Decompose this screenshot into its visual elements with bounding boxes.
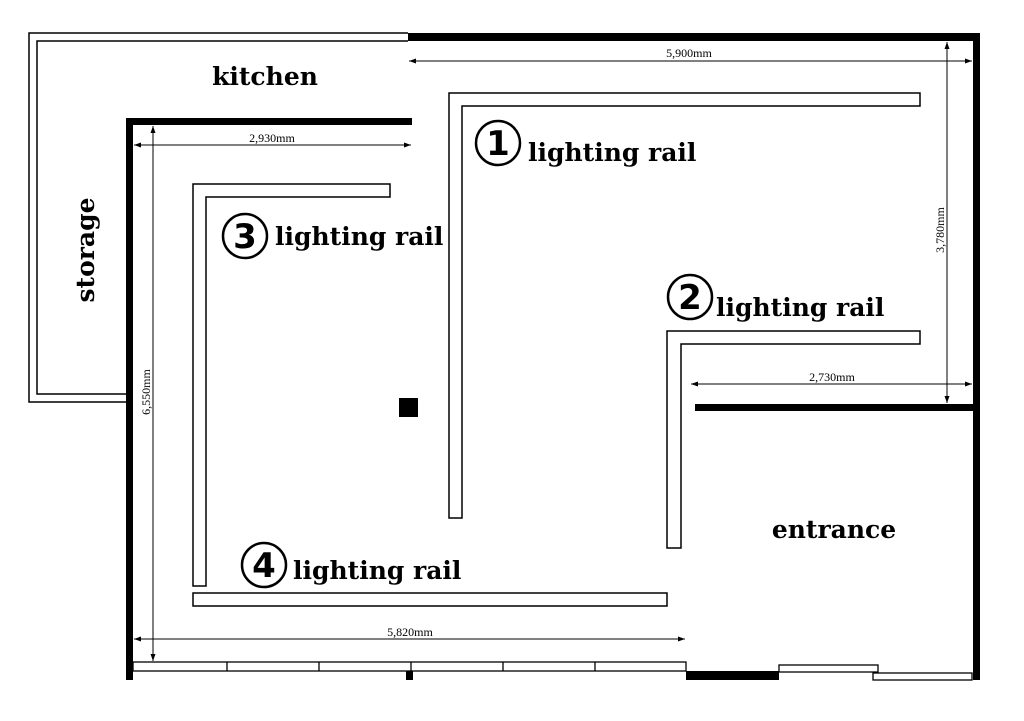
rail-text-2: lighting rail xyxy=(716,293,884,322)
rail-text-1: lighting rail xyxy=(528,138,696,167)
rail-text-3: lighting rail xyxy=(275,222,443,251)
dimension-left-label: 6,550mm xyxy=(139,369,153,415)
window-strip xyxy=(132,661,687,672)
rail-label-1: 1 lighting rail xyxy=(474,119,696,167)
dimension-entrance-label: 2,730mm xyxy=(809,370,855,384)
lighting-rail-4 xyxy=(192,592,668,607)
room-label-entrance: entrance xyxy=(772,515,896,544)
thick-walls xyxy=(126,33,980,680)
room-label-storage: storage xyxy=(71,197,100,302)
room-label-kitchen: kitchen xyxy=(212,62,318,91)
rail-label-2: 2 lighting rail xyxy=(666,273,884,322)
lighting-rail-1 xyxy=(448,92,921,519)
rail-number-4: 4 xyxy=(252,546,276,586)
rail-label-3: 3 lighting rail xyxy=(221,212,443,260)
lighting-rail-2 xyxy=(666,330,921,549)
lighting-rail-3 xyxy=(192,183,391,587)
dimension-right-label: 3,780mm xyxy=(933,207,947,253)
entrance-door xyxy=(778,664,973,681)
rail-number-2: 2 xyxy=(678,278,702,318)
rail-number-3: 3 xyxy=(233,217,257,257)
rail-number-1: 1 xyxy=(486,124,510,164)
dimension-bottom-label: 5,820mm xyxy=(387,625,433,639)
column xyxy=(399,398,418,417)
rail-label-4: 4 lighting rail xyxy=(240,541,461,589)
kitchen-storage-walls xyxy=(28,32,408,403)
dimension-inner-top-label: 2,930mm xyxy=(249,131,295,145)
rail-text-4: lighting rail xyxy=(293,556,461,585)
dimension-top-label: 5,900mm xyxy=(666,46,712,60)
